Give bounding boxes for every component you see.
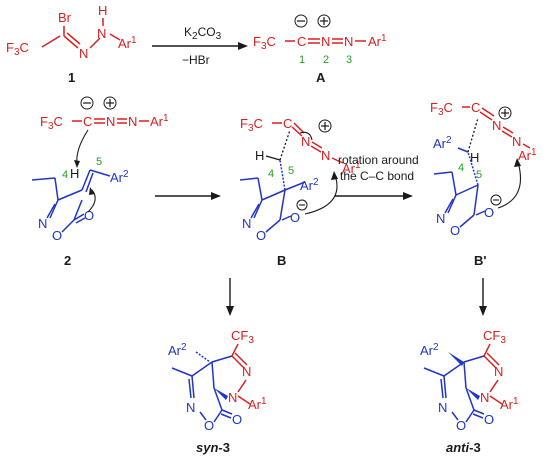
svg-text:N: N: [494, 364, 503, 379]
svg-text:N: N: [228, 390, 237, 405]
svg-text:O: O: [484, 412, 494, 427]
svg-text:N: N: [480, 390, 489, 405]
svg-text:O: O: [450, 223, 460, 238]
bond-n-n: [89, 37, 101, 49]
svg-text:N: N: [512, 134, 521, 149]
rotation-note-line1: rotation around: [338, 153, 419, 167]
svg-text:Ar2: Ar2: [300, 177, 319, 193]
svg-text:CF3: CF3: [483, 328, 506, 346]
svg-text:Ar1: Ar1: [150, 113, 169, 129]
atom-n-A1: N: [321, 34, 330, 49]
atom-f3c-A: F3C: [253, 34, 276, 52]
compound-2: F3C C N N Ar1 N O O H A: [31, 96, 169, 268]
bond-c-n: [63, 35, 79, 49]
svg-text:Ar1: Ar1: [248, 396, 267, 412]
label-Bprime: B': [474, 253, 486, 268]
svg-text:O: O: [204, 418, 214, 433]
atom-n-A2: N: [344, 34, 353, 49]
svg-text:F3C: F3C: [240, 116, 263, 134]
product-anti-3: CF3 N N Ar1 Ar2 N O O anti-3: [420, 328, 519, 455]
svg-text:C: C: [471, 100, 480, 115]
arrow-2-to-B: [155, 192, 221, 200]
svg-text:5: 5: [96, 156, 102, 168]
rotation-note-line2: the C–C bond: [340, 169, 414, 183]
label-1: 1: [68, 70, 75, 85]
atom-n-1: N: [79, 46, 88, 61]
svg-text:N: N: [436, 211, 445, 226]
svg-text:N: N: [186, 400, 195, 415]
atom-ar1-1: Ar1: [118, 35, 137, 51]
atom-f3c-1: F3C: [6, 40, 29, 58]
atom-c-A: C: [297, 34, 306, 49]
svg-text:O: O: [52, 228, 62, 243]
compound-1: Br F3C N N H Ar1 1: [6, 3, 137, 85]
compound-A: F3C C N N Ar1 1 2 3 A: [253, 14, 387, 85]
atom-h: H: [98, 3, 107, 18]
svg-text:N: N: [242, 216, 251, 231]
svg-text:H: H: [470, 150, 479, 165]
svg-text:F3C: F3C: [40, 114, 63, 132]
svg-text:Ar2: Ar2: [420, 342, 439, 358]
svg-text:Ar2: Ar2: [433, 135, 452, 151]
label-A: A: [316, 70, 326, 85]
svg-text:4: 4: [62, 169, 68, 181]
svg-text:O: O: [232, 412, 242, 427]
svg-text:O: O: [456, 418, 466, 433]
svg-text:CF3: CF3: [231, 328, 254, 346]
label-2: 2: [64, 253, 71, 268]
svg-text:N: N: [321, 148, 330, 163]
intermediate-B: F3C C N N Ar1 H N O O Ar2 4 5: [239, 116, 361, 268]
num-3: 3: [346, 54, 352, 66]
svg-text:4: 4: [268, 168, 274, 180]
svg-text:Ar1: Ar1: [500, 396, 519, 412]
svg-text:N: N: [492, 118, 501, 133]
svg-text:Ar2: Ar2: [168, 342, 187, 358]
svg-text:O: O: [290, 210, 300, 225]
svg-text:F3C: F3C: [430, 100, 453, 118]
label-anti-3: anti-3: [446, 440, 481, 455]
svg-text:4: 4: [458, 162, 464, 174]
num-1: 1: [299, 54, 305, 66]
svg-text:C: C: [83, 114, 92, 129]
svg-text:Ar1: Ar1: [518, 147, 537, 163]
svg-text:O: O: [256, 228, 266, 243]
svg-text:H: H: [70, 166, 79, 181]
svg-text:Ar1: Ar1: [342, 160, 361, 176]
svg-text:Ar2: Ar2: [110, 169, 129, 185]
atom-ar1-A: Ar1: [368, 33, 387, 49]
svg-text:5: 5: [476, 169, 482, 181]
svg-text:N: N: [128, 114, 137, 129]
svg-text:H: H: [255, 148, 264, 163]
intermediate-Bprime: F3C C N N Ar1 Ar2 H N O O 4 5: [430, 100, 537, 268]
svg-text:N: N: [438, 400, 447, 415]
bond-cf3-c: [41, 35, 61, 48]
svg-text:N: N: [301, 134, 310, 149]
svg-text:O: O: [84, 208, 94, 223]
svg-text:5: 5: [288, 165, 294, 177]
arrow-B-to-Bprime: rotation around the C–C bond: [335, 153, 419, 200]
svg-text:N: N: [38, 216, 47, 231]
atom-n-2: N: [97, 26, 106, 41]
atom-br: Br: [58, 10, 72, 25]
svg-text:N: N: [106, 114, 115, 129]
arrow-B-to-syn: [226, 278, 234, 316]
product-syn-3: CF3 N N Ar1 Ar2 N O O syn-3: [168, 328, 267, 455]
label-B: B: [277, 253, 286, 268]
svg-text:C: C: [283, 116, 292, 131]
arrow-1-to-A: K2CO3 −HBr: [152, 25, 248, 67]
arrow-Bprime-to-anti: [479, 278, 487, 316]
label-syn-3: syn-3: [196, 440, 230, 455]
reagent-base: K2CO3: [184, 25, 222, 42]
svg-text:O: O: [484, 205, 494, 220]
reagent-loss: −HBr: [182, 53, 210, 67]
svg-text:N: N: [242, 364, 251, 379]
num-2: 2: [323, 54, 329, 66]
